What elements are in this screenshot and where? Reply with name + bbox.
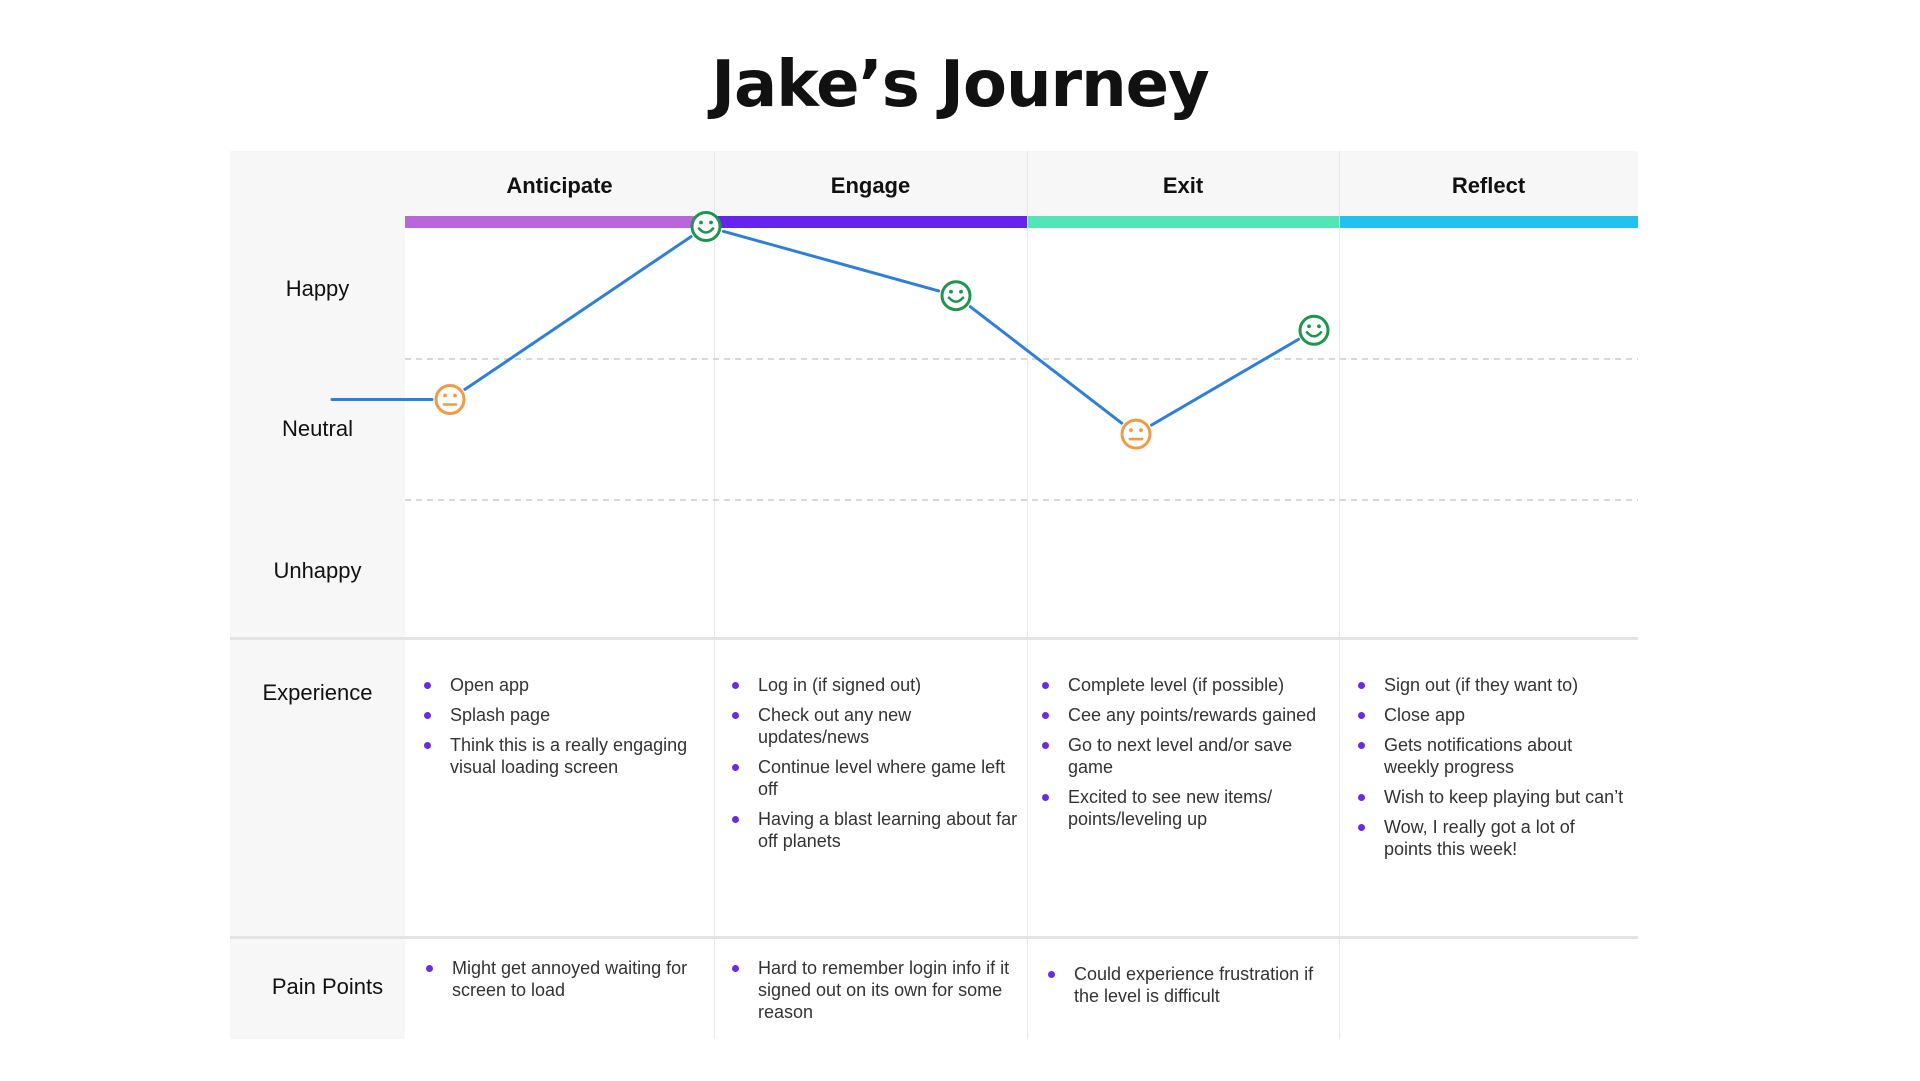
happy-face-icon <box>1298 314 1330 346</box>
stage-name: Exit <box>1162 173 1204 198</box>
list-item: Check out any new updates/news <box>730 704 1020 748</box>
list-item: Open app <box>422 674 702 696</box>
list-item: Complete level (if possible) <box>1040 674 1330 696</box>
list-item: Having a blast learning about far off pl… <box>730 808 1020 852</box>
pain-points-list-anticipate: Might get annoyed waiting for screen to … <box>424 957 694 1009</box>
section-divider <box>230 936 1638 939</box>
stage-color-bar <box>405 216 714 228</box>
stage-color-bar <box>714 216 1027 228</box>
emotion-line-segment <box>721 229 941 293</box>
experience-list-exit: Complete level (if possible) Cee any poin… <box>1040 674 1330 838</box>
stage-name: Engage <box>830 173 911 198</box>
emotion-line-segment <box>1150 337 1300 427</box>
stage-anticipate: Anticipate <box>405 151 714 228</box>
list-item: Wow, I really got a lot of points this w… <box>1356 816 1626 860</box>
stage-color-bar <box>1027 216 1339 228</box>
neutral-face-icon <box>434 384 466 415</box>
emotion-label-neutral: Neutral <box>282 416 353 441</box>
stage-reflect: Reflect <box>1339 151 1638 228</box>
list-item: Gets notifications about weekly progress <box>1356 734 1626 778</box>
column-divider <box>1339 151 1340 1039</box>
experience-list-engage: Log in (if signed out) Check out any new … <box>730 674 1020 860</box>
stage-name: Anticipate <box>506 173 613 198</box>
stage-exit: Exit <box>1027 151 1339 228</box>
emotion-line-segment <box>463 235 693 391</box>
list-item: Think this is a really engaging visual l… <box>422 734 702 778</box>
list-item: Log in (if signed out) <box>730 674 1020 696</box>
label-column <box>230 151 405 1039</box>
pain-points-row-label: Pain Points <box>271 974 384 999</box>
list-item: Cee any points/rewards gained <box>1040 704 1330 726</box>
emotion-label-happy: Happy <box>285 276 350 301</box>
neutral-face-icon <box>1120 418 1152 450</box>
column-divider <box>1027 151 1028 1039</box>
emotion-curve-chart <box>330 211 1638 501</box>
list-item: Wish to keep playing but can’t <box>1356 786 1626 808</box>
list-item: Go to next level and/or save game <box>1040 734 1330 778</box>
section-divider <box>230 637 1638 640</box>
stage-header-band <box>405 151 1638 216</box>
list-item: Splash page <box>422 704 702 726</box>
column-divider <box>714 151 715 1039</box>
happy-face-icon <box>690 211 722 242</box>
stage-name: Reflect <box>1451 173 1526 198</box>
list-item: Excited to see new items/ points/levelin… <box>1040 786 1330 830</box>
experience-row-label: Experience <box>262 680 373 705</box>
list-item: Close app <box>1356 704 1626 726</box>
pain-points-list-engage: Hard to remember login info if it signed… <box>730 957 1010 1031</box>
journey-map: Anticipate Engage Exit Reflect Happy Neu… <box>230 151 1638 1039</box>
list-item: Hard to remember login info if it signed… <box>730 957 1010 1023</box>
list-item: Sign out (if they want to) <box>1356 674 1626 696</box>
list-item: Could experience frustration if the leve… <box>1046 963 1336 1007</box>
pain-points-list-exit: Could experience frustration if the leve… <box>1046 963 1336 1015</box>
emotion-line-segment <box>968 305 1124 425</box>
stage-color-bar <box>1339 216 1638 228</box>
page-title: Jake’s Journey <box>711 48 1210 122</box>
stage-engage: Engage <box>714 151 1027 228</box>
list-item: Continue level where game left off <box>730 756 1020 800</box>
list-item: Might get annoyed waiting for screen to … <box>424 957 694 1001</box>
happy-face-icon <box>940 280 972 312</box>
emotion-label-unhappy: Unhappy <box>273 558 362 583</box>
